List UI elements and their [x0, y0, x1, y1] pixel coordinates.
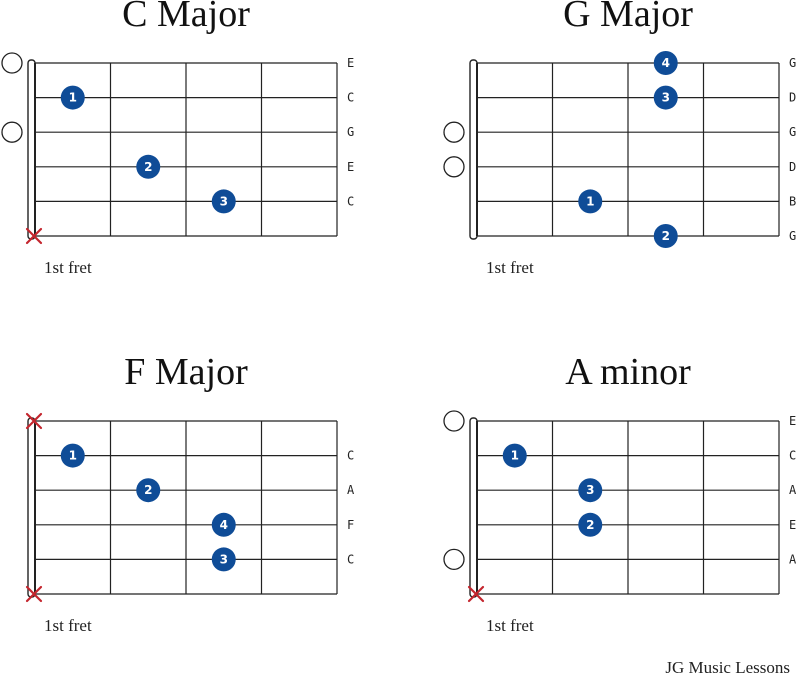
string-note-label: G: [789, 56, 796, 70]
chord-diagram-c-major: C Major E C G E C 1 2 3 1st fret: [0, 0, 400, 330]
finger-dot: [578, 189, 603, 214]
string-note-label: E: [347, 56, 354, 70]
string-note-label: C: [347, 194, 354, 208]
fretboard: E C A E A 1 3 2: [443, 410, 797, 603]
finger-dot: [653, 85, 678, 110]
finger-dot: [60, 85, 85, 110]
string-note-label: A: [789, 552, 797, 566]
nut: [27, 417, 36, 598]
finger-dot: [211, 512, 236, 537]
open-string-circle: [443, 410, 465, 432]
finger-number: 2: [144, 160, 152, 174]
chord-title: F Major: [124, 351, 248, 393]
fret-label: 1st fret: [486, 258, 534, 277]
finger-number: 3: [662, 91, 670, 105]
finger-number: 1: [586, 194, 594, 208]
string-note-label: F: [347, 518, 354, 532]
finger-number: 4: [662, 56, 670, 70]
finger-dot: [653, 224, 678, 248]
nut: [469, 59, 478, 240]
string-note-label: A: [347, 483, 355, 497]
open-string-circle: [443, 121, 465, 143]
chord-title: C Major: [122, 0, 250, 35]
fret-label: 1st fret: [44, 258, 92, 277]
chord-diagram-a-minor: A minor E C A E A 1 3 2 1st fret: [442, 351, 800, 688]
muted-string-x-icon: [25, 227, 43, 245]
open-string-circle: [443, 548, 465, 571]
chord-title: G Major: [563, 0, 693, 35]
string-note-label: G: [347, 125, 354, 139]
open-string-circle: [1, 52, 23, 74]
open-string-circle: [1, 121, 23, 143]
string-note-label: C: [347, 552, 354, 566]
string-note-label: D: [789, 160, 796, 174]
fretboard: G D G D B G 4 3 1 2: [443, 51, 796, 248]
fretboard: C A F C 1 2 4 3: [25, 412, 355, 603]
finger-dot: [653, 51, 678, 75]
open-string-circle: [443, 156, 465, 178]
string-note-label: E: [789, 518, 796, 532]
finger-number: 3: [586, 483, 594, 497]
string-note-label: B: [789, 194, 796, 208]
muted-string-x-icon: [25, 412, 43, 430]
string-note-label: G: [789, 125, 796, 139]
fret-label: 1st fret: [486, 616, 534, 635]
fretboard: E C G E C 1 2 3: [1, 52, 354, 245]
finger-dot: [60, 443, 85, 468]
credit-text: JG Music Lessons: [665, 658, 790, 677]
chord-diagram-f-major: F Major C A F C 1 2 4 3 1st fret: [0, 351, 400, 688]
string-note-label: C: [789, 449, 796, 463]
string-note-label: C: [347, 449, 354, 463]
finger-number: 1: [69, 91, 77, 105]
finger-dot: [578, 512, 603, 537]
nut: [27, 59, 36, 240]
finger-number: 1: [511, 449, 519, 463]
finger-dot: [211, 189, 236, 214]
muted-string-x-icon: [25, 585, 43, 603]
string-note-label: E: [789, 414, 796, 428]
nut: [469, 417, 478, 598]
finger-dot: [136, 154, 161, 179]
string-note-label: E: [347, 160, 354, 174]
finger-dot: [578, 478, 603, 503]
finger-dot: [211, 547, 236, 572]
string-note-label: G: [789, 229, 796, 243]
finger-number: 4: [220, 518, 228, 532]
string-note-label: A: [789, 483, 797, 497]
finger-number: 2: [586, 518, 594, 532]
finger-number: 1: [69, 449, 77, 463]
fret-label: 1st fret: [44, 616, 92, 635]
chord-title: A minor: [565, 351, 691, 393]
finger-dot: [136, 478, 161, 503]
finger-number: 3: [220, 194, 228, 208]
muted-string-x-icon: [467, 585, 485, 603]
finger-number: 2: [144, 483, 152, 497]
string-note-label: D: [789, 91, 796, 105]
finger-dot: [502, 443, 527, 468]
finger-number: 2: [662, 229, 670, 243]
string-note-label: C: [347, 91, 354, 105]
finger-number: 3: [220, 552, 228, 566]
chord-diagram-g-major: G Major G D G D B G 4 3 1 2 1st fret: [442, 0, 800, 330]
